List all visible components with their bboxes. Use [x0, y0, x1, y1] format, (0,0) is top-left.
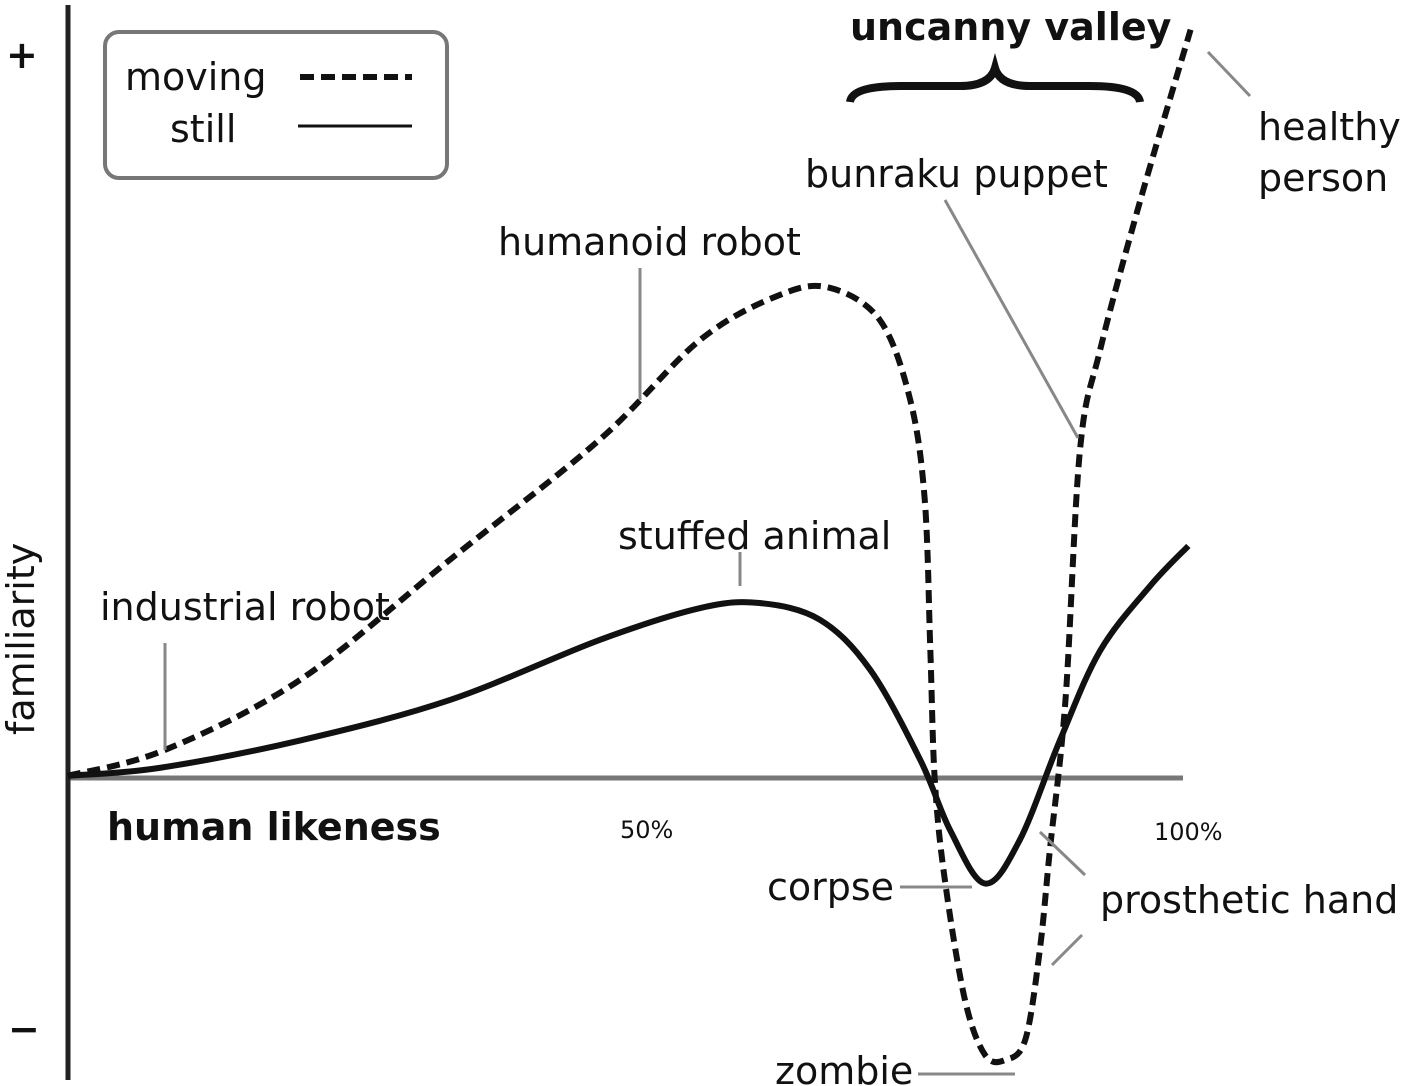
series-line-moving: [67, 28, 1194, 1066]
annotation-bunraku-puppet: bunraku puppet: [805, 152, 1108, 196]
leader-healthy-person: [1206, 50, 1252, 98]
legend: moving still: [103, 30, 449, 180]
leader-bunraku-puppet: [943, 199, 1080, 439]
legend-box: [103, 30, 449, 180]
brace-icon: [846, 53, 1144, 104]
leader-prosthetic-hand-still: [1038, 830, 1087, 877]
annotation-humanoid-robot: humanoid robot: [498, 220, 801, 264]
annotation-healthy-person-line1: healthy: [1258, 105, 1401, 149]
chart-title: uncanny valley: [850, 5, 1172, 49]
x-tick-100: 100%: [1154, 818, 1223, 846]
x-axis-label: human likeness: [107, 805, 441, 849]
y-axis-label: familiarity: [0, 543, 43, 735]
annotation-healthy-person-line2: person: [1258, 156, 1388, 200]
annotation-zombie: zombie: [775, 1049, 913, 1086]
y-top-label: +: [6, 33, 38, 77]
y-bottom-label: −: [8, 1007, 40, 1051]
series-line-still: [67, 543, 1191, 887]
x-tick-50: 50%: [620, 816, 673, 844]
annotation-prosthetic-hand: prosthetic hand: [1100, 878, 1398, 922]
annotation-stuffed-animal: stuffed animal: [618, 514, 891, 558]
annotation-industrial-robot: industrial robot: [100, 585, 390, 629]
leader-prosthetic-hand-moving: [1050, 933, 1084, 967]
annotation-corpse: corpse: [767, 865, 894, 909]
legend-label-moving: moving: [125, 55, 267, 99]
legend-label-still: still: [170, 107, 236, 151]
